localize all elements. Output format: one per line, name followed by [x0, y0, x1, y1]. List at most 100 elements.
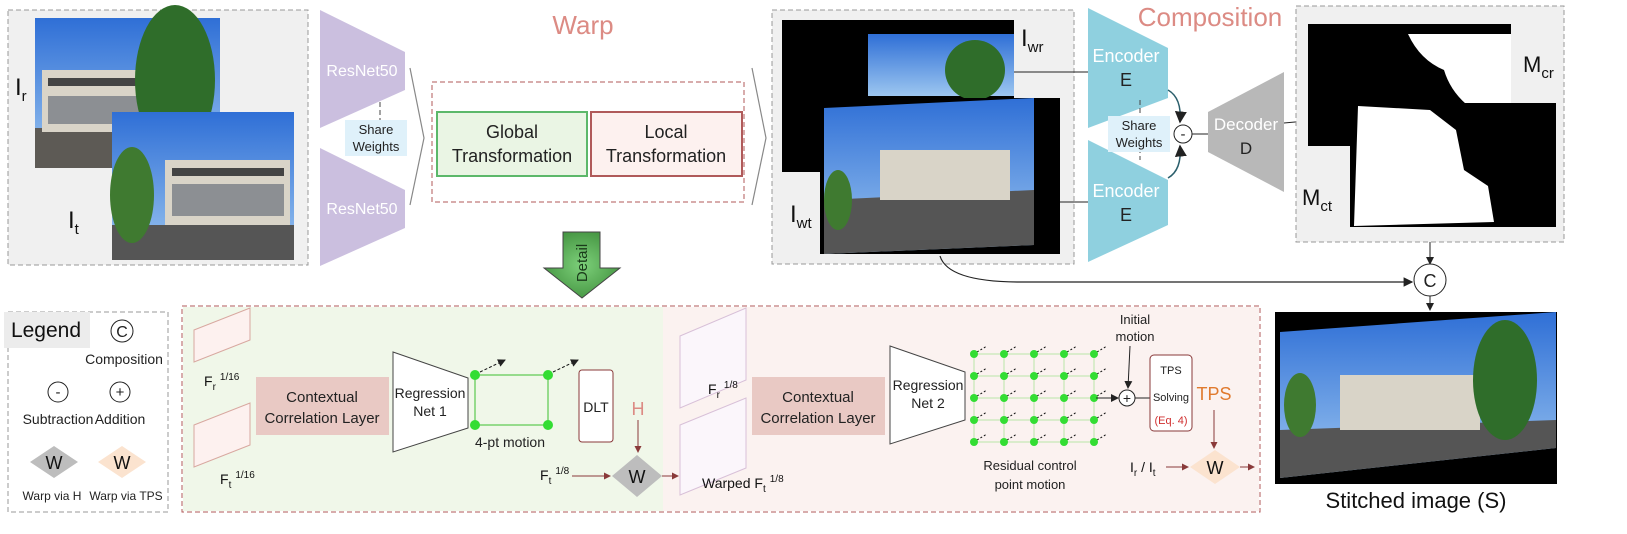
control-point-motion — [976, 345, 988, 353]
control-point — [1090, 350, 1098, 358]
control-point — [1060, 394, 1068, 402]
decoder — [1208, 72, 1284, 192]
target-image — [110, 112, 294, 260]
control-point — [970, 394, 978, 402]
control-point-motion — [1036, 345, 1048, 353]
warped-to-concat — [939, 255, 1414, 287]
it-label: It — [68, 207, 80, 238]
control-point-motion — [976, 367, 988, 375]
control-point-motion — [1066, 389, 1078, 397]
ft-1-16-label: Ft1/16 — [220, 470, 255, 491]
reg2-line-2: Net 2 — [911, 395, 945, 411]
control-point — [1030, 372, 1038, 380]
resnet-top — [320, 10, 405, 128]
control-point-motion — [1036, 411, 1048, 419]
encoder-top-label-1: Encoder — [1092, 46, 1159, 66]
legend-w2: W — [114, 453, 131, 473]
legend-warp-h-icon — [30, 446, 78, 478]
local-line-1: Local — [644, 122, 687, 142]
tps-box-line-1: TPS — [1160, 365, 1181, 377]
control-point — [1030, 438, 1038, 446]
control-point — [1030, 416, 1038, 424]
mcr-label: Mcr — [1523, 52, 1554, 82]
ccl-2-line-1: Contextual — [782, 389, 854, 406]
control-point — [1000, 394, 1008, 402]
legend-subtraction-symbol: - — [56, 384, 61, 401]
control-point-motion — [1006, 367, 1018, 375]
decoder-label-1: Decoder — [1214, 115, 1279, 134]
control-point-motion — [976, 411, 988, 419]
decoder-label-2: D — [1240, 139, 1252, 158]
legend-subtraction: Subtraction — [23, 411, 94, 427]
detail-label: Detail — [574, 244, 591, 282]
irit-label: Ir / It — [1130, 459, 1156, 479]
iwr-label: Iwr — [1021, 25, 1044, 56]
control-point — [1060, 350, 1068, 358]
stitched-caption: Stitched image (S) — [1326, 488, 1507, 513]
control-point-motion — [976, 433, 988, 441]
legend-warp-tps: Warp via TPS — [89, 489, 162, 503]
tps-label: TPS — [1196, 384, 1231, 404]
control-point — [970, 350, 978, 358]
four-pt-motion: 4-pt motion — [475, 434, 545, 450]
global-transformation-box — [436, 111, 588, 177]
control-point — [970, 372, 978, 380]
control-point-grid — [970, 345, 1108, 446]
legend-addition-symbol: + — [116, 384, 125, 401]
legend-composition: Composition — [85, 351, 163, 367]
warp-title: Warp — [552, 10, 613, 40]
chevron-right-icon — [409, 67, 425, 206]
legend-title-box — [4, 312, 90, 348]
encoder-top-label-2: E — [1120, 70, 1132, 90]
legend-warp-h: Warp via H — [23, 489, 82, 503]
control-point-motion — [976, 389, 988, 397]
encoder-bottom-to-minus — [1167, 144, 1187, 179]
control-point — [1060, 372, 1068, 380]
control-point-motion — [1066, 367, 1078, 375]
initial-line-2: motion — [1115, 329, 1154, 344]
control-point-motion — [1006, 433, 1018, 441]
global-line-1: Global — [486, 122, 538, 142]
fr-1-16-label: Fr1/16 — [204, 372, 240, 393]
four-pt-box — [474, 374, 549, 426]
control-point-motion — [1006, 345, 1018, 353]
detail-panel — [181, 305, 1261, 513]
resnet-bottom-label: ResNet50 — [326, 201, 397, 218]
share-weights-box-2 — [1108, 116, 1170, 152]
resnet-top-label: ResNet50 — [326, 63, 397, 80]
local-line-2: Transformation — [606, 146, 726, 166]
initial-line-1: Initial — [1120, 312, 1150, 327]
plus-symbol: + — [1123, 390, 1131, 406]
legend-subtraction-icon — [47, 381, 69, 403]
ft-1-8-label: Ft1/8 — [540, 466, 570, 487]
fr-1-8-label: Fr1/8 — [708, 380, 738, 401]
h-label: H — [632, 399, 645, 419]
tps-solving-box — [1149, 354, 1193, 432]
reg2-line-1: Regression — [893, 377, 964, 393]
control-point-motion — [1036, 433, 1048, 441]
regression-net-1 — [392, 351, 469, 453]
warp-panel — [431, 81, 745, 203]
control-point — [1090, 438, 1098, 446]
fr-1-16-feature — [193, 307, 251, 363]
share-weights-2-a: Share — [1122, 118, 1157, 133]
legend-warp-tps-icon — [98, 446, 146, 478]
encoder-bottom-label-2: E — [1120, 205, 1132, 225]
ccl-box-1 — [256, 377, 389, 435]
control-point-motion — [1066, 345, 1078, 353]
ft-1-16-feature — [193, 402, 251, 468]
control-point — [1090, 416, 1098, 424]
encoder-bottom-label-1: Encoder — [1092, 181, 1159, 201]
control-point — [1000, 372, 1008, 380]
legend-title: Legend — [11, 319, 81, 342]
ccl-1-line-1: Contextual — [286, 389, 358, 406]
control-point — [1030, 394, 1038, 402]
control-point-motion — [1096, 433, 1108, 441]
dlt-label: DLT — [583, 399, 609, 415]
residual-line-2: point motion — [995, 477, 1066, 492]
warp-tps-w: W — [1207, 458, 1224, 478]
share-weights-1-a: Share — [359, 122, 394, 137]
share-weights-box-1 — [345, 120, 407, 156]
